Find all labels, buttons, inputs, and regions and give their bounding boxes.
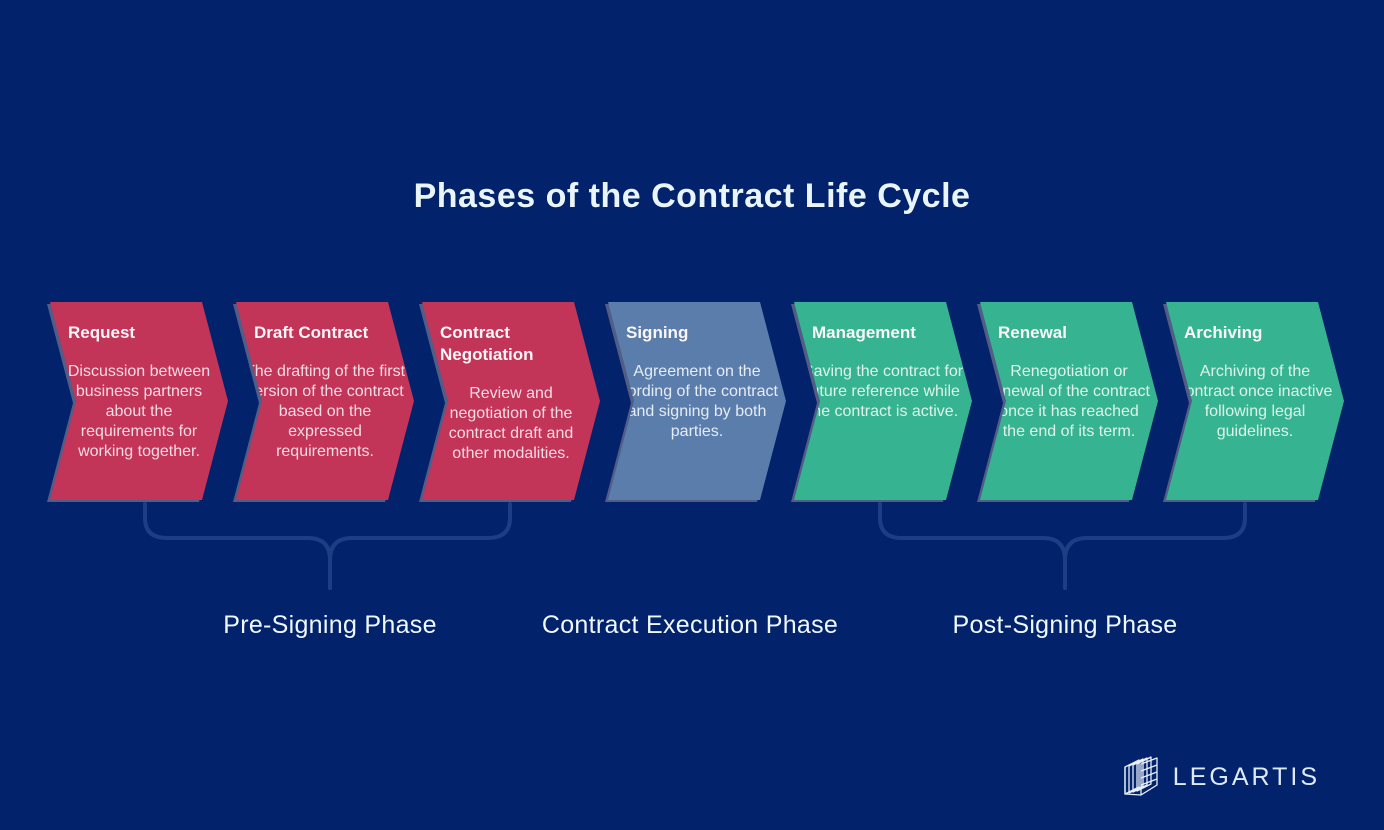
phase-description: Renegotiation or renewal of the contract…	[988, 363, 1150, 440]
legartis-logo-text: LEGARTIS	[1172, 762, 1320, 791]
legartis-logo-icon	[1124, 756, 1158, 796]
phase-title: Management	[812, 323, 916, 342]
phase-archiving: Archiving Archiving of the contract once…	[1166, 302, 1344, 500]
chevron-shape: Archiving Archiving of the contract once…	[1166, 302, 1344, 500]
pre-signing-bracket	[143, 502, 512, 590]
phase-management: Management Saving the contract for futur…	[794, 302, 972, 500]
phase-request: Request Discussion between business part…	[50, 302, 228, 500]
phase-description: Discussion between business partners abo…	[67, 363, 211, 460]
group-label-pre-signing: Pre-Signing Phase	[223, 611, 437, 639]
phase-renewal: Renewal Renegotiation or renewal of the …	[980, 302, 1158, 500]
phase-signing: Signing Agreement on the wording of the …	[608, 302, 786, 500]
phase-title: Draft Contract	[254, 323, 369, 342]
group-label-contract-execution: Contract Execution Phase	[541, 611, 839, 639]
group-label-post-signing: Post-Signing Phase	[952, 611, 1178, 639]
chevron-shape: Management Saving the contract for futur…	[794, 302, 972, 500]
phase-title: Request	[68, 323, 136, 342]
phase-description: Agreement on the wording of the contract…	[616, 363, 778, 440]
phase-title: Contract Negotiation	[440, 323, 534, 364]
phase-description: Review and negotiation of the contract d…	[448, 385, 574, 462]
chevron-shape: Draft Contract The drafting of the first…	[236, 302, 414, 500]
page-title: Phases of the Contract Life Cycle	[413, 177, 971, 215]
legartis-logo: LEGARTIS	[1121, 754, 1320, 800]
phase-draft-contract: Draft Contract The drafting of the first…	[236, 302, 414, 500]
phase-chevron-row: Request Discussion between business part…	[50, 302, 1346, 500]
chevron-shape: Signing Agreement on the wording of the …	[608, 302, 786, 500]
chevron-shape: Request Discussion between business part…	[50, 302, 228, 500]
chevron-shape: Contract Negotiation Review and negotiat…	[422, 302, 600, 500]
phase-description: Archiving of the contract once inactive …	[1177, 363, 1333, 440]
post-signing-bracket	[878, 502, 1247, 590]
phase-title: Renewal	[998, 323, 1067, 342]
phase-title: Signing	[626, 323, 689, 342]
phase-contract-negotiation: Contract Negotiation Review and negotiat…	[422, 302, 600, 500]
chevron-shape: Renewal Renegotiation or renewal of the …	[980, 302, 1158, 500]
phase-description: The drafting of the first version of the…	[244, 363, 406, 460]
phase-title: Archiving	[1184, 323, 1263, 342]
phase-description: Saving the contract for future reference…	[802, 363, 964, 420]
